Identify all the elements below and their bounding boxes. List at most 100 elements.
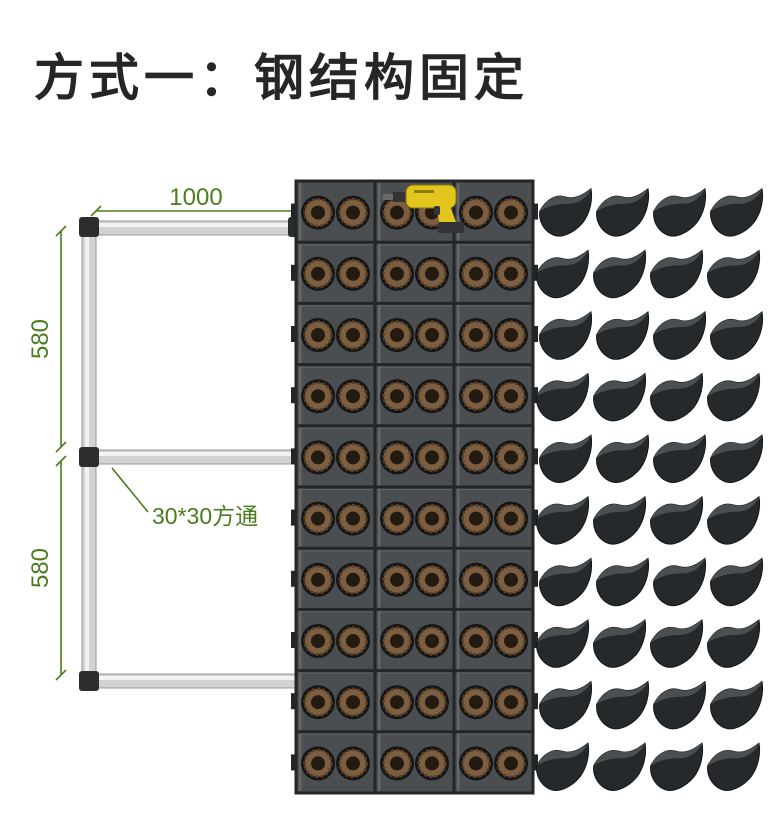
- pocket-hole: [425, 266, 439, 281]
- pocket-liner-texture: [382, 626, 412, 656]
- pot: [705, 619, 764, 670]
- panel-tab: [291, 326, 296, 342]
- pocket-hole: [504, 572, 518, 587]
- pocket-liner-texture: [338, 197, 368, 228]
- panel-tab: [533, 448, 538, 465]
- pocket-hole: [469, 572, 483, 587]
- pot: [591, 496, 650, 547]
- pocket-liner-texture: [461, 503, 491, 534]
- pocket-hole: [469, 389, 483, 404]
- height-upper-tick-bottom: [55, 441, 67, 453]
- pocket-hole: [504, 634, 518, 648]
- steel-frame: [79, 217, 309, 691]
- pot: [648, 619, 707, 670]
- tube-callout-leader-line: [111, 467, 149, 513]
- pocket-hole: [346, 634, 360, 648]
- pocket-hole: [311, 328, 325, 342]
- panel-tab: [533, 326, 538, 342]
- pocket-liner-texture: [496, 320, 526, 350]
- pocket-hole: [390, 695, 404, 710]
- width-dim-tick-left: [90, 205, 102, 217]
- pocket-hole: [504, 511, 518, 526]
- pocket-hole: [469, 634, 483, 648]
- pocket-liner-texture: [303, 197, 333, 228]
- pocket-hole: [390, 572, 404, 587]
- pocket-liner-texture: [417, 381, 447, 411]
- panel-tab: [291, 509, 296, 526]
- pocket-hole: [311, 389, 325, 404]
- height-lower-tick-top: [55, 455, 67, 467]
- pocket-liner-texture: [303, 320, 333, 350]
- pocket-liner-texture: [338, 381, 368, 411]
- pocket-hole: [311, 572, 325, 587]
- pocket-liner-texture: [303, 626, 333, 656]
- drill-vent: [414, 190, 434, 193]
- pot: [537, 311, 596, 362]
- pocket-hole: [425, 572, 439, 587]
- panel-tab: [533, 754, 538, 771]
- pot: [648, 742, 707, 793]
- pocket-liner-texture: [496, 748, 526, 779]
- pocket-hole: [390, 450, 404, 465]
- planting-panel: [291, 179, 538, 795]
- pocket-hole: [346, 511, 360, 526]
- pocket-hole: [469, 450, 483, 465]
- pot: [651, 188, 710, 239]
- pocket-liner-texture: [417, 626, 447, 656]
- frame-bottom-highlight: [83, 676, 307, 680]
- pocket-liner-texture: [417, 565, 447, 595]
- pocket-liner-texture: [303, 381, 333, 411]
- pocket-hole: [469, 205, 483, 220]
- pocket-hole: [346, 205, 360, 220]
- pocket-hole: [346, 756, 360, 771]
- pot: [591, 742, 650, 793]
- panel-tab: [533, 570, 538, 587]
- pocket-hole: [469, 695, 483, 710]
- pot: [594, 681, 653, 731]
- pocket-hole: [390, 205, 404, 220]
- frame-top-highlight: [83, 223, 307, 227]
- pocket-hole: [390, 266, 404, 281]
- pocket-liner-texture: [382, 748, 412, 779]
- pocket-liner-texture: [382, 442, 412, 473]
- pot: [651, 311, 710, 362]
- pocket-liner-texture: [417, 442, 447, 473]
- pot: [594, 311, 653, 362]
- panel-tab: [291, 264, 296, 281]
- pocket-liner-texture: [461, 748, 491, 779]
- pocket-hole: [311, 266, 325, 281]
- drill-graphic: [383, 184, 464, 233]
- pocket-hole: [390, 511, 404, 526]
- pocket-hole: [390, 756, 404, 771]
- pocket-hole: [390, 389, 404, 404]
- pocket-liner-texture: [496, 442, 526, 473]
- pocket-liner-texture: [382, 381, 412, 411]
- pocket-hole: [390, 634, 404, 648]
- pot: [651, 434, 710, 485]
- pocket-hole: [311, 205, 325, 220]
- panel-tab: [291, 693, 296, 710]
- pocket-liner-texture: [382, 687, 412, 717]
- pot: [534, 742, 593, 793]
- pocket-liner-texture: [382, 565, 412, 595]
- height-lower-dim-label: 580: [27, 548, 54, 588]
- pocket-liner-texture: [496, 565, 526, 595]
- pot: [534, 373, 593, 423]
- pot: [648, 496, 707, 547]
- frame-middle-highlight: [83, 452, 307, 456]
- pocket-liner-texture: [461, 197, 491, 228]
- pot: [648, 373, 707, 423]
- pocket-liner-texture: [417, 687, 447, 717]
- frame-joint-bottom-left: [79, 671, 99, 691]
- pocket-liner-texture: [338, 748, 368, 779]
- pocket-liner-texture: [461, 442, 491, 473]
- pot: [708, 434, 767, 485]
- pocket-hole: [469, 756, 483, 771]
- pot: [708, 681, 767, 731]
- page-title: 方式一：钢结构固定: [34, 50, 529, 106]
- pocket-liner-texture: [417, 259, 447, 289]
- pocket-hole: [346, 389, 360, 404]
- pocket-hole: [504, 389, 518, 404]
- pocket-liner-texture: [303, 565, 333, 595]
